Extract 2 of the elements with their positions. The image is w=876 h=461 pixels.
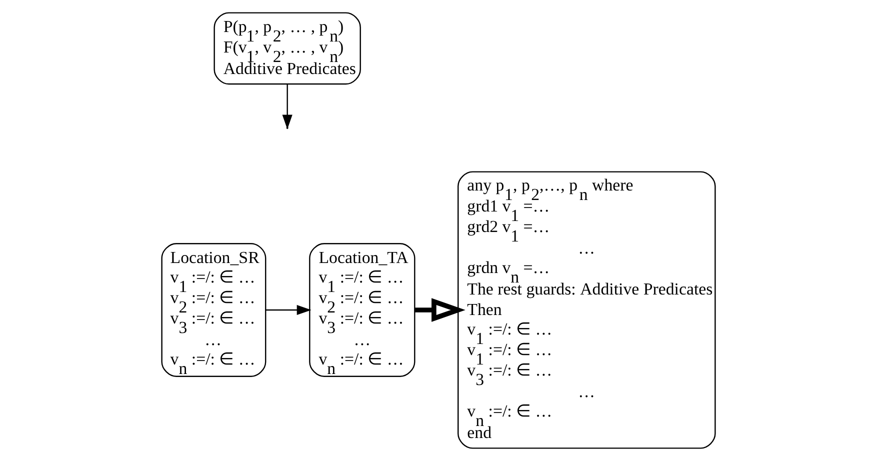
arrow: [265, 304, 311, 316]
arrow: [414, 298, 465, 322]
